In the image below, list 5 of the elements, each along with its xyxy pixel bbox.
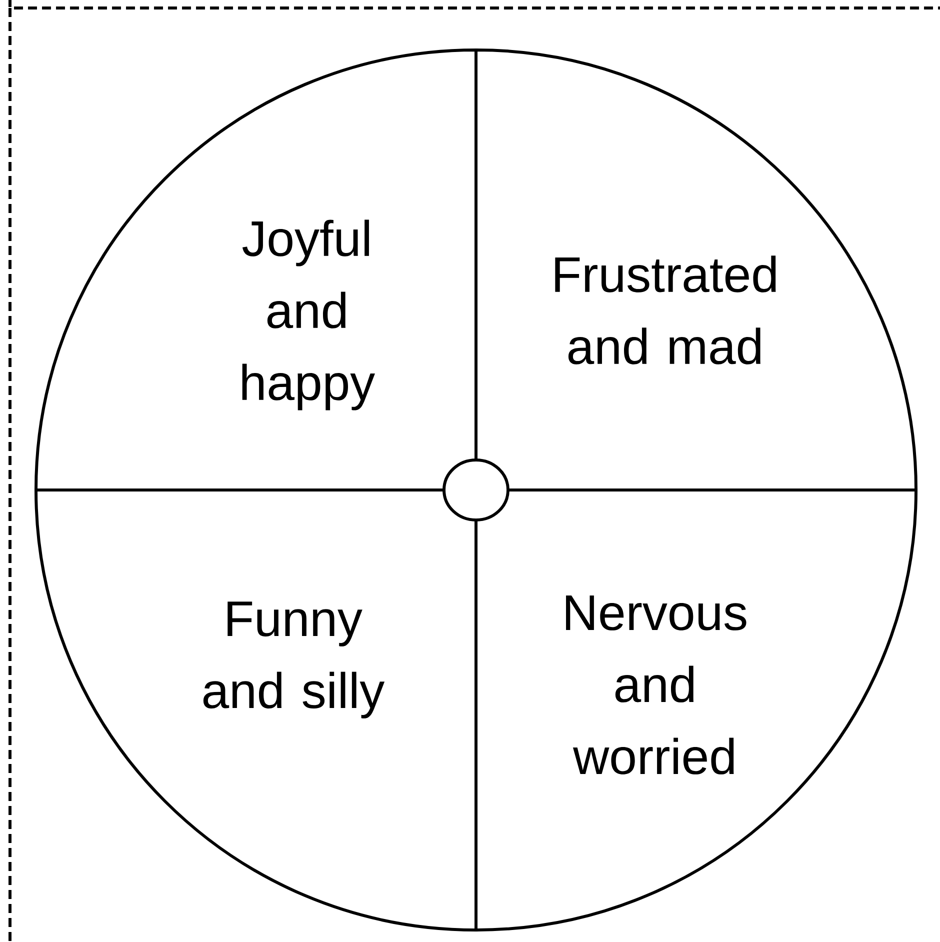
center-circle — [442, 458, 510, 522]
wheel-section: Nervous and worried — [474, 488, 918, 932]
wheel-section: Funny and silly — [34, 488, 478, 932]
wheel-section: Joyful and happy — [34, 48, 478, 492]
wheel-section: Frustrated and mad — [474, 48, 918, 492]
